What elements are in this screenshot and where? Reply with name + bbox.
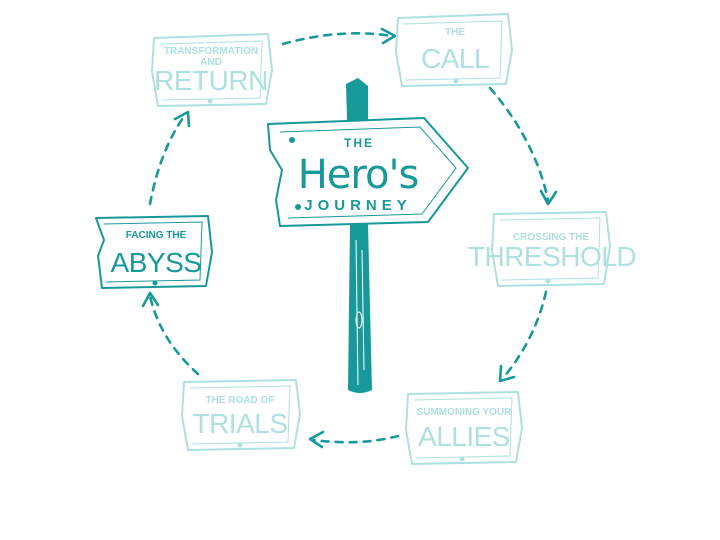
- stage-facing-the-abyss: FACING THE ABYSS: [95, 215, 213, 289]
- stage-line2: TRIALS: [192, 408, 287, 439]
- stage-line1: FACING THE: [126, 230, 187, 241]
- stage-line1b: AND: [200, 57, 222, 68]
- stage-nail: [152, 280, 158, 286]
- signpost-board: [267, 117, 469, 227]
- arrow-head-abyss-to-return: [173, 110, 191, 128]
- stage-line2: ABYSS: [111, 247, 202, 278]
- stage-nail: [207, 98, 213, 104]
- stage-summoning-your-allies: SUMMONING YOUR ALLIES: [405, 391, 523, 465]
- arrow-head-threshold-to-allies: [498, 364, 516, 383]
- center-sign-line1: THE: [344, 136, 374, 150]
- stage-line1: THE ROAD OF: [206, 395, 275, 406]
- center-sign-title: Hero's: [298, 152, 419, 198]
- stage-board-inner: [403, 20, 503, 81]
- stage-board: [151, 33, 273, 107]
- stage-crossing-the-threshold: CROSSING THE THRESHOLD: [468, 211, 637, 287]
- stage-line2: RETURN: [154, 65, 268, 96]
- stage-board: [395, 13, 513, 87]
- post-knot: [355, 311, 363, 329]
- stage-board-inner: [103, 221, 203, 283]
- center-signpost: THE Hero's JOURNEY: [267, 78, 469, 393]
- signpost-nail-2: [295, 204, 301, 210]
- stage-line1: THE: [445, 27, 465, 38]
- stage-board: [181, 379, 301, 451]
- post-grain-1: [355, 239, 359, 386]
- center-sign-line3: JOURNEY: [304, 197, 412, 214]
- stage-nail: [545, 278, 551, 284]
- stage-board-inner: [499, 217, 601, 281]
- stage-board: [95, 215, 213, 289]
- arrow-call-to-threshold: [488, 86, 550, 202]
- arrow-return-to-call: [281, 32, 394, 46]
- post-grain-2: [361, 249, 365, 371]
- stage-line1: CROSSING THE: [513, 232, 589, 243]
- arrow-threshold-to-allies: [501, 290, 548, 380]
- stage-nail: [453, 78, 459, 84]
- stage-nail: [237, 442, 243, 448]
- stage-nail: [459, 456, 465, 462]
- arrow-trials-to-abyss: [148, 294, 200, 376]
- stage-line1: TRANSFORMATION: [164, 46, 258, 57]
- stage-line2: ALLIES: [418, 421, 510, 452]
- signpost-nail-1: [289, 137, 295, 143]
- arrow-allies-to-trials: [312, 434, 400, 444]
- arrow-head-trials-to-abyss: [141, 291, 160, 308]
- stage-line1: SUMMONING YOUR: [417, 407, 513, 418]
- stage-line2: CALL: [421, 43, 489, 74]
- stage-board: [491, 211, 611, 287]
- arrow-abyss-to-return: [148, 113, 187, 206]
- signpost-board-inner: [279, 126, 457, 219]
- stage-the-call: THE CALL: [395, 13, 513, 87]
- arrow-head-allies-to-trials: [308, 430, 325, 449]
- arrow-head-call-to-threshold: [539, 189, 558, 206]
- stage-line2: THRESHOLD: [468, 241, 636, 272]
- stage-transformation-and-return: TRANSFORMATION AND RETURN: [151, 33, 273, 107]
- cycle-arrows: [141, 27, 558, 449]
- arrow-head-return-to-call: [380, 27, 397, 45]
- stage-the-road-of-trials: THE ROAD OF TRIALS: [181, 379, 301, 451]
- stage-board: [405, 391, 523, 465]
